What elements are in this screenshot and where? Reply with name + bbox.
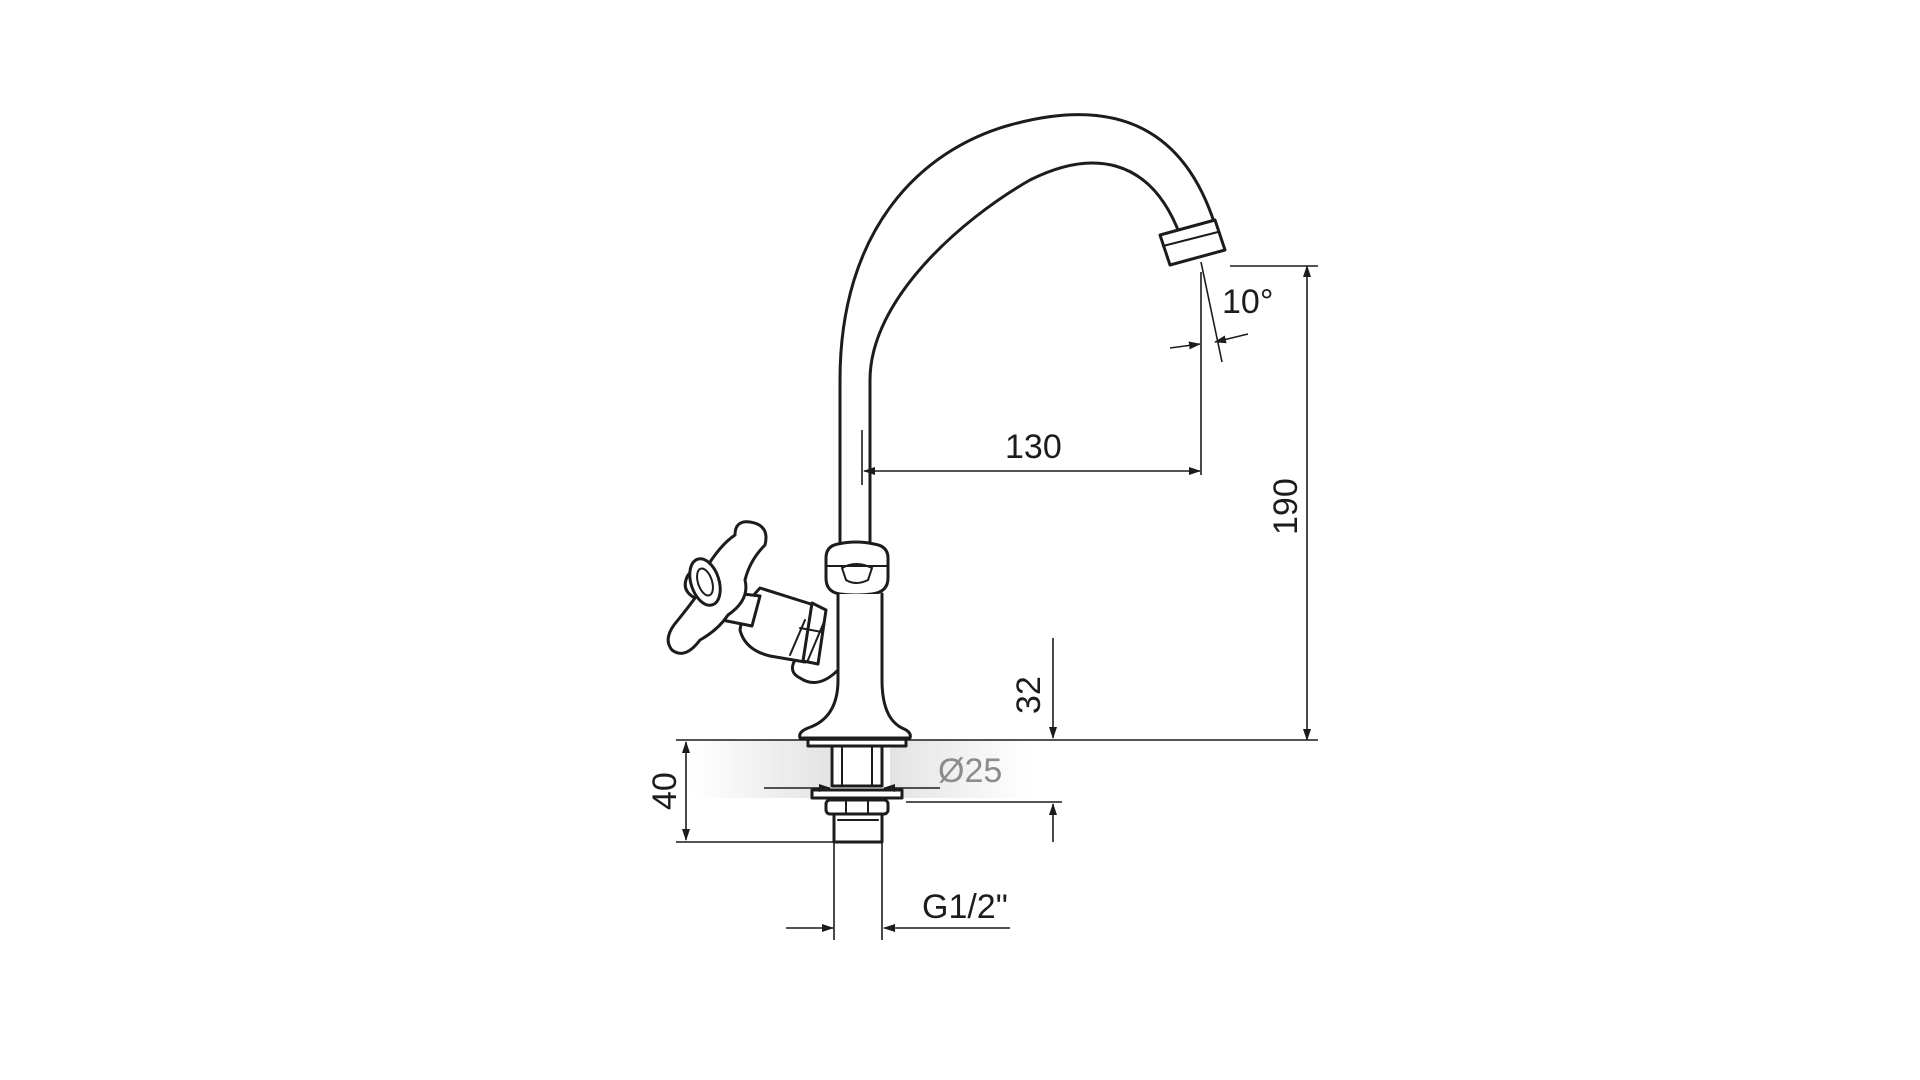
countertop-section	[692, 740, 1030, 798]
dim-angle-label: 10°	[1222, 283, 1273, 321]
dim-shank-diameter-label: Ø25	[938, 752, 1002, 790]
spout	[838, 113, 1227, 555]
dim-reach-label: 130	[1005, 428, 1062, 466]
aerator	[1158, 218, 1227, 267]
dimension-lines	[676, 261, 1318, 940]
locknut	[824, 798, 890, 816]
dim-height-label: 190	[1267, 478, 1305, 535]
washer	[810, 788, 904, 800]
spout-nut	[824, 540, 890, 597]
dim-mount-thickness-label: 40	[646, 772, 684, 810]
threaded-inlet	[832, 812, 884, 844]
shank	[810, 744, 904, 844]
valve-assembly	[666, 520, 828, 666]
dim-thread-label: G1/2"	[922, 888, 1008, 926]
dim-stem-height-label: 32	[1010, 676, 1048, 714]
